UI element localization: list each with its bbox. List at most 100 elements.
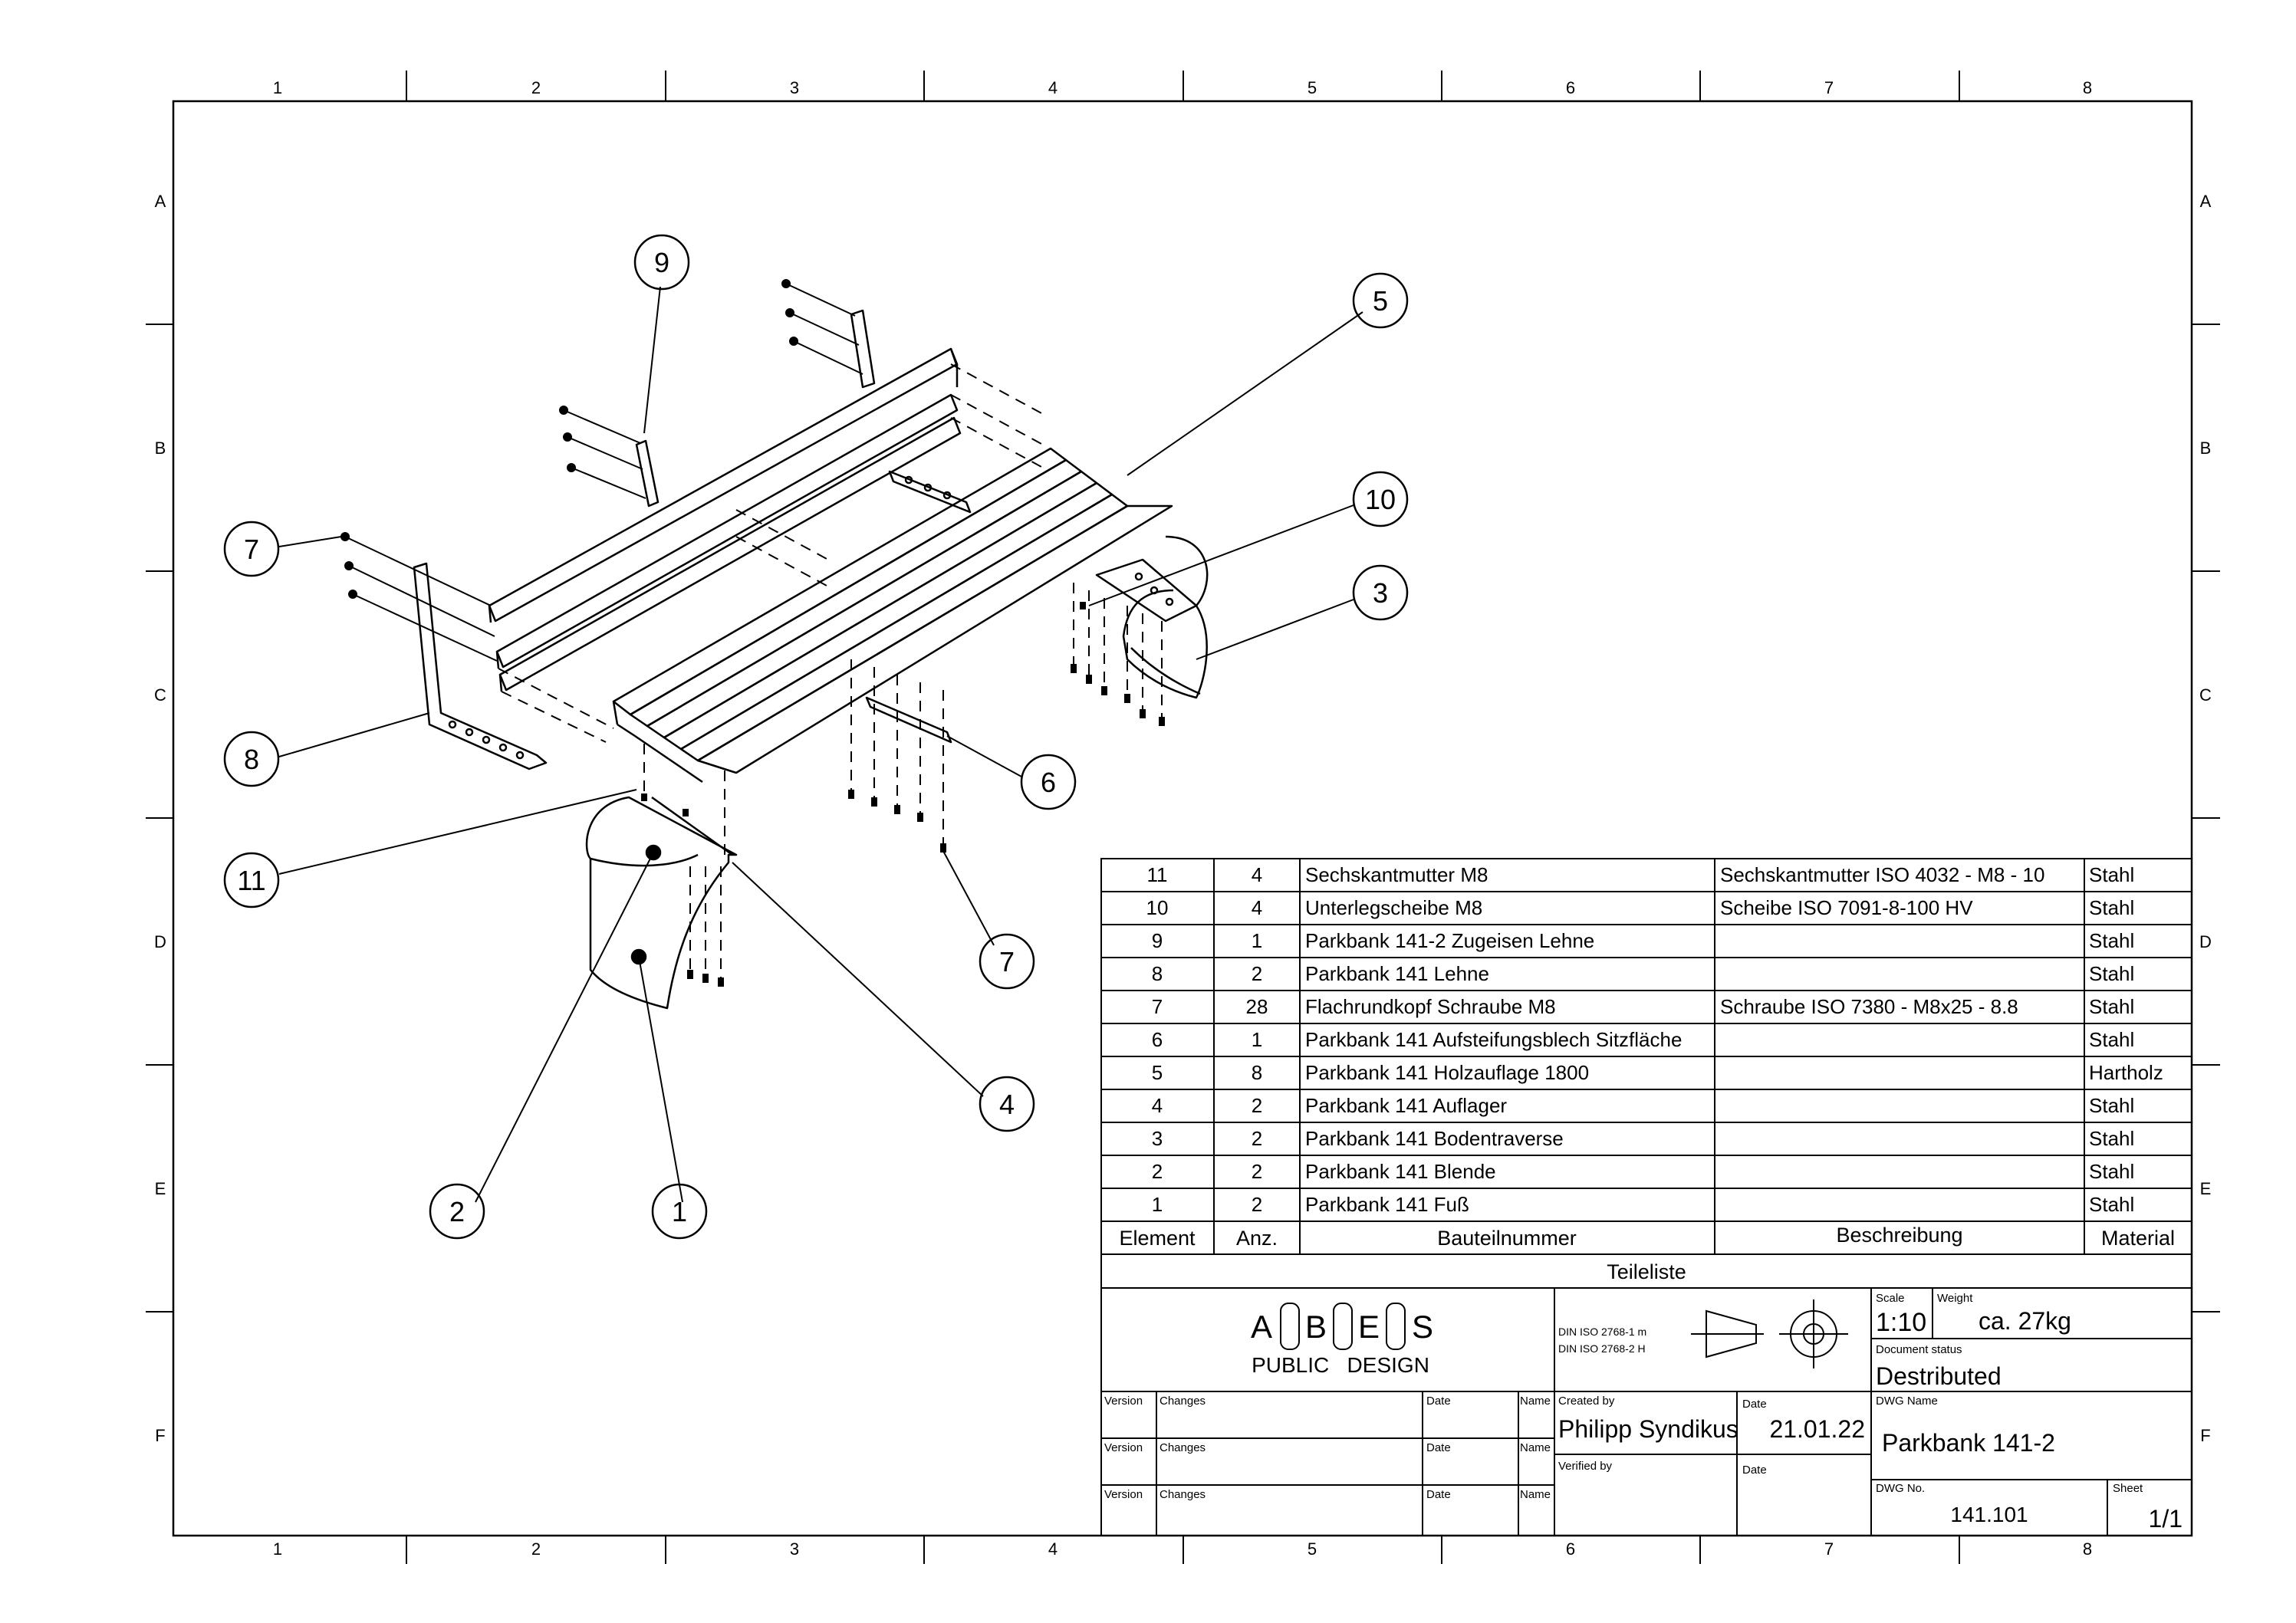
logo-letter-s: S: [1412, 1309, 1433, 1345]
balloon-7-right: 7: [979, 933, 1035, 990]
svg-text:9: 9: [654, 247, 669, 278]
parts-row-7-element: 7: [1152, 995, 1163, 1018]
svg-text:2: 2: [449, 1196, 465, 1227]
rev-name-2: Name: [1520, 1441, 1551, 1454]
screws-top-right: [781, 279, 863, 375]
date-label-created: Date: [1742, 1398, 1767, 1411]
balloon-9: 9: [633, 234, 690, 291]
parts-row-10-part-number: Unterlegscheibe M8: [1305, 896, 1482, 919]
foot-right: [1095, 535, 1209, 699]
assembly-dash-lines: [498, 363, 1163, 981]
svg-text:11: 11: [237, 865, 265, 896]
title-block: [1100, 1287, 2192, 1536]
doc-status-value: Destributed: [1876, 1362, 2002, 1390]
backrest-bracket-right: [850, 309, 876, 389]
parts-row-3-material: Stahl: [2089, 1127, 2134, 1150]
header-beschreibung: Beschreibung: [1836, 1224, 1962, 1247]
parts-row-5-material: Hartholz: [2089, 1061, 2163, 1084]
zone-row-e-right: E: [2200, 1179, 2212, 1198]
stiffener-plate: [888, 470, 972, 514]
header-anz: Anz.: [1236, 1227, 1278, 1250]
tolerance-standard-1: DIN ISO 2768-1 m: [1558, 1326, 1646, 1338]
parts-row-11-part-number: Sechskantmutter M8: [1305, 863, 1488, 886]
verified-by-label: Verified by: [1558, 1460, 1613, 1473]
rev-version-1: Version: [1104, 1395, 1143, 1408]
svg-text:5: 5: [1373, 285, 1388, 317]
svg-text:7: 7: [999, 946, 1015, 977]
parts-row-7-part-number: Flachrundkopf Schraube M8: [1305, 995, 1556, 1018]
parts-list-title: Teileliste: [1607, 1260, 1686, 1283]
parts-row-11-description: Sechskantmutter ISO 4032 - M8 - 10: [1720, 863, 2044, 886]
zone-col-6-bottom: 6: [1566, 1539, 1575, 1559]
zone-col-1-top: 1: [273, 78, 282, 97]
zone-row-b-left: B: [155, 439, 166, 458]
svg-text:3: 3: [1373, 577, 1388, 609]
balloon-4: 4: [979, 1076, 1035, 1132]
tension-bar: [635, 439, 660, 508]
screws-left: [340, 532, 498, 662]
parts-row-11-element: 11: [1147, 863, 1168, 886]
balloon-8: 8: [223, 731, 280, 787]
svg-text:1: 1: [672, 1196, 687, 1227]
header-bauteilnummer: Bauteilnummer: [1437, 1227, 1577, 1250]
parts-row-6-qty: 1: [1252, 1028, 1262, 1051]
date-value: 21.01.22: [1769, 1415, 1865, 1443]
parts-row-10-material: Stahl: [2089, 896, 2134, 919]
zone-row-e-left: E: [155, 1179, 166, 1198]
zone-col-6-top: 6: [1566, 78, 1575, 97]
logo-subtitle: PUBLIC DESIGN: [1252, 1353, 1429, 1377]
zone-col-5-bottom: 5: [1308, 1539, 1317, 1559]
rev-date-3: Date: [1426, 1488, 1451, 1501]
parts-row-2-element: 2: [1152, 1160, 1163, 1183]
rev-version-3: Version: [1104, 1488, 1143, 1501]
balloon-1: 1: [651, 1183, 708, 1240]
parts-list-header: Element Anz. Bauteilnummer Beschreibung …: [1119, 1224, 2175, 1283]
zone-col-2-bottom: 2: [531, 1539, 541, 1559]
header-element: Element: [1119, 1227, 1196, 1250]
weight-label: Weight: [1937, 1292, 1973, 1305]
rev-changes-1: Changes: [1160, 1395, 1206, 1408]
logo-letter-b: B: [1305, 1309, 1327, 1345]
parts-row-4-qty: 2: [1252, 1094, 1262, 1117]
parts-row-1-part-number: Parkbank 141 Fuß: [1305, 1193, 1469, 1216]
parts-row-4-part-number: Parkbank 141 Auflager: [1305, 1094, 1507, 1117]
parts-row-5-part-number: Parkbank 141 Holzauflage 1800: [1305, 1061, 1589, 1084]
parts-list-rows: 11 4 Sechskantmutter M8 Sechskantmutter ISO…: [1146, 863, 2163, 1216]
balloon-11: 11: [223, 852, 280, 908]
zone-col-8-bottom: 8: [2083, 1539, 2092, 1559]
logo-letter-a: A: [1251, 1309, 1272, 1345]
parts-row-6-material: Stahl: [2089, 1028, 2134, 1051]
parts-row-8-qty: 2: [1252, 962, 1262, 985]
title-block-labels: Scale Weight Document status Created by …: [1104, 1292, 2143, 1501]
scale-value: 1:10: [1876, 1308, 1926, 1337]
zone-col-3-bottom: 3: [790, 1539, 799, 1559]
parts-row-3-qty: 2: [1252, 1127, 1262, 1150]
parts-list-table: [1100, 858, 2192, 1289]
seat-slats: [612, 447, 1173, 784]
parts-row-4-element: 4: [1152, 1094, 1163, 1117]
rev-name-3: Name: [1520, 1488, 1551, 1501]
parts-row-10-description: Scheibe ISO 7091-8-100 HV: [1720, 896, 1973, 919]
scale-label: Scale: [1876, 1292, 1905, 1305]
parts-row-11-qty: 4: [1252, 863, 1262, 886]
zone-ticks: [146, 71, 2220, 1564]
balloon-5: 5: [1352, 272, 1409, 329]
parts-row-9-element: 9: [1152, 929, 1163, 952]
foot-left: [585, 796, 738, 1010]
parts-row-7-description: Schraube ISO 7380 - M8x25 - 8.8: [1720, 995, 2018, 1018]
zone-row-b-right: B: [2200, 439, 2212, 458]
sheet-value: 1/1: [2149, 1505, 2183, 1533]
parts-row-8-element: 8: [1152, 962, 1163, 985]
zone-row-f-right: F: [2200, 1426, 2210, 1445]
parts-row-10-qty: 4: [1252, 896, 1262, 919]
zone-row-a-left: A: [155, 192, 166, 211]
zone-row-c-right: C: [2199, 685, 2212, 705]
zone-row-f-left: F: [155, 1426, 165, 1445]
svg-text:10: 10: [1365, 484, 1396, 515]
tolerance-standard-2: DIN ISO 2768-2 H: [1558, 1342, 1646, 1355]
parts-row-2-part-number: Parkbank 141 Blende: [1305, 1160, 1496, 1183]
balloon-2: 2: [429, 1183, 485, 1240]
leader-lines: [278, 286, 1363, 1203]
parts-row-6-element: 6: [1152, 1028, 1163, 1051]
zone-col-8-top: 8: [2083, 78, 2092, 97]
